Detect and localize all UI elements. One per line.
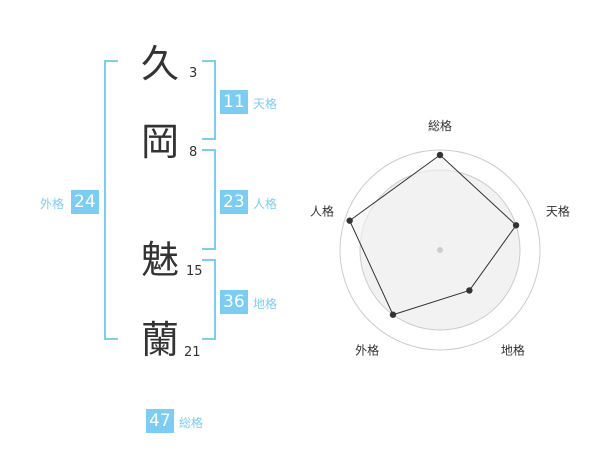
- radar-polygon: [349, 154, 517, 316]
- soukaku-label: 総格: [179, 416, 204, 430]
- name-char-3: 魅: [140, 238, 179, 282]
- name-char-1: 久: [140, 42, 179, 86]
- radar-axis-label-4: 外格: [355, 342, 379, 357]
- stroke-count-3: 15: [186, 264, 203, 279]
- radar-point-4: [389, 311, 397, 318]
- jinkaku-score: 23: [220, 190, 248, 214]
- radar-center-dot: [437, 247, 443, 253]
- soukaku-score: 47: [146, 409, 174, 433]
- stroke-count-2: 8: [189, 145, 198, 160]
- gaikaku-bracket: [104, 60, 118, 340]
- gaikaku-score: 24: [71, 190, 99, 214]
- stroke-count-1: 3: [189, 66, 198, 81]
- radar-point-5: [346, 217, 353, 224]
- radar-axis-label-5: 人格: [310, 204, 334, 219]
- tenkaku-label: 天格: [253, 97, 278, 111]
- radar-point-3: [466, 287, 473, 294]
- chikaku-label: 地格: [253, 297, 278, 311]
- radar-axis-label-1: 総格: [428, 118, 452, 133]
- tenkaku-bracket: [202, 60, 216, 140]
- chikaku-bracket: [202, 259, 216, 340]
- radar-ring-5: [339, 149, 541, 351]
- radar-point-1: [436, 151, 444, 159]
- gaikaku-label: 外格: [40, 197, 65, 211]
- chikaku-score: 36: [220, 290, 248, 314]
- jinkaku-label: 人格: [253, 197, 278, 211]
- radar-axis-label-2: 天格: [546, 204, 570, 219]
- stroke-count-4: 21: [184, 345, 201, 360]
- name-char-4: 蘭: [140, 318, 179, 362]
- radar-axis-label-3: 地格: [501, 342, 525, 357]
- name-char-2: 岡: [140, 120, 179, 164]
- jinkaku-bracket: [202, 149, 216, 250]
- radar-points: [346, 151, 520, 318]
- tenkaku-score: 11: [220, 90, 248, 114]
- radar-point-2: [512, 222, 520, 229]
